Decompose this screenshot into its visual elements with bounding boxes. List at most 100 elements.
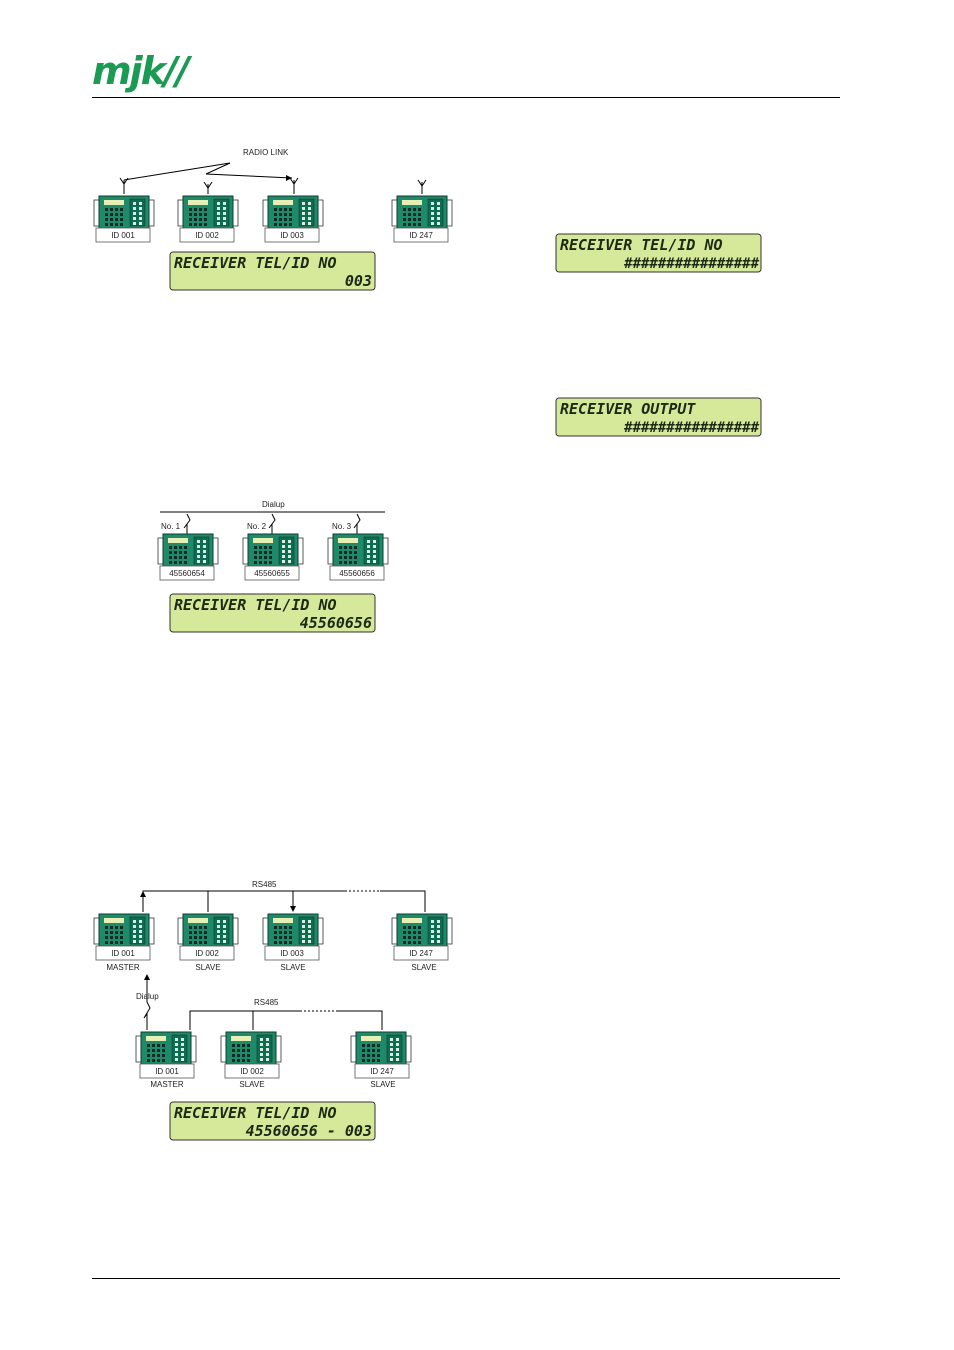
device-id-label: ID 002 — [195, 231, 219, 240]
device-id-tag: ID 247 — [354, 1063, 410, 1079]
device-id-label: ID 247 — [409, 949, 433, 958]
device-unit — [391, 195, 453, 231]
device-display — [146, 1036, 166, 1041]
device-unit — [220, 1031, 282, 1067]
device-role-label: MASTER — [106, 963, 140, 972]
device-display — [402, 918, 422, 923]
device-unit — [135, 1031, 197, 1067]
device-display — [188, 918, 208, 923]
lcd-line-2: 45560656 — [300, 614, 372, 632]
number-label: No. 2 — [247, 522, 267, 531]
lcd-line-1: RECEIVER TEL/ID NO — [174, 1104, 337, 1122]
lcd-line-2: ################ — [623, 256, 759, 272]
device-unit — [157, 533, 219, 569]
lcd-line-2: 003 — [345, 272, 372, 290]
mjk-logo: mjk// — [92, 49, 190, 93]
lcd-display: RECEIVER TEL/ID NO 45560656 - 003 — [169, 1101, 376, 1141]
lightning-arrow-icon — [183, 513, 191, 538]
rs485-bus-top-end — [380, 890, 426, 912]
device-display — [104, 918, 124, 923]
device-display — [338, 538, 358, 543]
footer-rule — [92, 1278, 840, 1279]
arrowhead-icon — [140, 891, 146, 897]
antenna-icon — [289, 177, 299, 194]
device-id-tag: ID 002 — [224, 1063, 280, 1079]
device-id-label: ID 001 — [111, 231, 135, 240]
device-display — [253, 538, 273, 543]
device-role-label: SLAVE — [280, 963, 305, 972]
device-id-tag: ID 247 — [393, 227, 449, 243]
device-id-tag: ID 001 — [95, 945, 151, 961]
antenna-icon — [203, 181, 213, 194]
rs485-bus-top — [142, 890, 345, 912]
rs485-label: RS485 — [252, 880, 277, 889]
device-display — [231, 1036, 251, 1041]
device-display — [104, 200, 124, 205]
antenna-icon — [417, 179, 427, 194]
rs485-label: RS485 — [254, 998, 279, 1007]
device-display — [168, 538, 188, 543]
device-unit — [262, 195, 324, 231]
device-id-tag: ID 001 — [95, 227, 151, 243]
lightning-arrow-icon — [268, 513, 276, 538]
device-id-label: ID 247 — [409, 231, 433, 240]
device-unit — [262, 913, 324, 949]
arrowhead-icon — [290, 906, 296, 912]
device-id-tag: ID 003 — [264, 227, 320, 243]
device-unit — [327, 533, 389, 569]
dialup-label: Dialup — [136, 992, 159, 1001]
device-display — [361, 1036, 381, 1041]
device-id-tag: 45560654 — [159, 565, 215, 581]
device-display — [188, 200, 208, 205]
device-id-label: ID 247 — [370, 1067, 394, 1076]
device-id-label: ID 003 — [280, 231, 304, 240]
device-display — [402, 200, 422, 205]
device-display — [273, 200, 293, 205]
device-id-tag: ID 002 — [179, 945, 235, 961]
device-id-tag: 45560656 — [329, 565, 385, 581]
rs485-bus-bottom — [189, 1010, 300, 1030]
device-unit — [242, 533, 304, 569]
device-unit — [93, 195, 155, 231]
device-unit — [177, 195, 239, 231]
device-id-tag: ID 247 — [393, 945, 449, 961]
device-id-label: ID 001 — [155, 1067, 179, 1076]
device-number-label: 45560654 — [169, 569, 205, 578]
device-id-tag: ID 002 — [179, 227, 235, 243]
lightning-arrow-icon — [353, 513, 361, 538]
lcd-line-2: 45560656 - 003 — [246, 1122, 372, 1140]
radio-link-arrowhead — [286, 175, 292, 181]
device-role-label: SLAVE — [195, 963, 220, 972]
device-role-label: SLAVE — [239, 1080, 264, 1089]
device-role-label: MASTER — [150, 1080, 184, 1089]
radio-link-diagram: RADIO LINK ID 001 ID 002 ID 003 ID 247 R… — [93, 148, 453, 291]
lcd-display: RECEIVER TEL/ID NO 45560656 — [169, 593, 376, 633]
lcd-line-1: RECEIVER TEL/ID NO — [174, 596, 337, 614]
number-label: No. 1 — [161, 522, 181, 531]
device-role-label: SLAVE — [370, 1080, 395, 1089]
rs485-diagram: RS485 ID 001 ID 002 ID 003 ID 247 MASTER… — [93, 880, 453, 1141]
radio-link-zigzag — [123, 162, 293, 181]
device-id-tag: ID 003 — [264, 945, 320, 961]
lcd-display: RECEIVER TEL/ID NO 003 — [169, 251, 376, 291]
lcd-display-receiver-tel: RECEIVER TEL/ID NO ################ — [555, 233, 762, 273]
device-number-label: 45560656 — [339, 569, 375, 578]
antenna-icon — [119, 177, 129, 194]
rs485-bus-bottom-end — [338, 1010, 383, 1030]
device-unit — [391, 913, 453, 949]
device-id-label: ID 003 — [280, 949, 304, 958]
device-id-label: ID 002 — [240, 1067, 264, 1076]
header-rule — [92, 97, 840, 98]
device-id-label: ID 002 — [195, 949, 219, 958]
lcd-line-2: ################ — [623, 420, 759, 436]
lcd-display-receiver-output: RECEIVER OUTPUT ################ — [555, 397, 762, 437]
lcd-line-1: RECEIVER TEL/ID NO — [174, 254, 337, 272]
dialup-diagram: Dialup No. 1 No. 2 No. 3 45560654 455606… — [157, 500, 389, 633]
number-label: No. 3 — [332, 522, 352, 531]
dialup-label: Dialup — [262, 500, 285, 509]
lightning-arrow-icon — [143, 974, 151, 1030]
lcd-line-1: RECEIVER TEL/ID NO — [560, 236, 723, 254]
device-role-label: SLAVE — [411, 963, 436, 972]
device-unit — [177, 913, 239, 949]
